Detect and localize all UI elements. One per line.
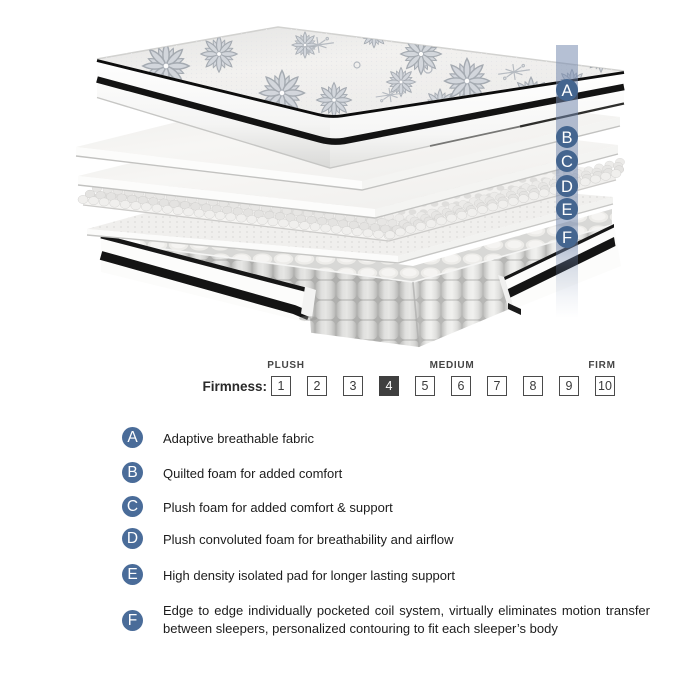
- svg-text:B: B: [561, 129, 572, 147]
- svg-text:D: D: [561, 178, 573, 196]
- svg-text:F: F: [562, 229, 572, 247]
- svg-text:E: E: [561, 201, 572, 219]
- svg-text:A: A: [561, 82, 572, 100]
- svg-text:C: C: [561, 153, 573, 171]
